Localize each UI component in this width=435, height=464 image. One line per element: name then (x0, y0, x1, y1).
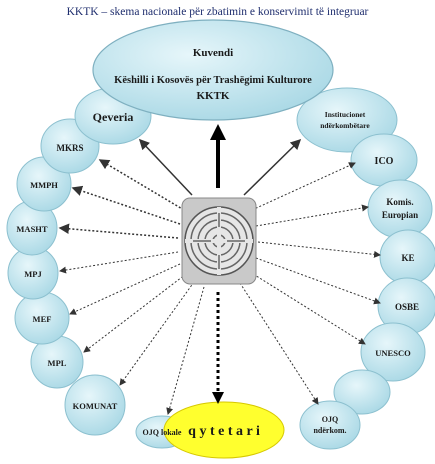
masht-label: MASHT (16, 224, 48, 234)
qytetari-ellipse (163, 401, 285, 459)
mpj-label: MPJ (24, 269, 42, 279)
arrow-mpj (59, 251, 179, 274)
ojq-nderkom-label-2: ndërkom. (313, 426, 346, 435)
arrow-ojq-nderkom (239, 282, 319, 405)
arrow-ico (251, 162, 356, 211)
ojq-lokale-label: OJQ lokale (143, 428, 182, 437)
arrow-institucionet (243, 138, 302, 196)
arrows (58, 124, 381, 415)
institucionet-label-1: Institucionet (325, 110, 366, 119)
qytetari-label: q y t e t a r i (188, 424, 260, 439)
arrow-komunat (119, 281, 195, 386)
ojq-nderkom-label-1: OJQ (322, 415, 338, 424)
komis-label-2: Europian (382, 210, 418, 220)
diagram-title: KKTK – skema nacionale për zbatimin e ko… (66, 6, 369, 18)
arrow-ojq-lokale (166, 286, 205, 415)
arrow-qeveria (138, 138, 193, 196)
ke-label: KE (401, 253, 414, 263)
arrow-unesco (249, 271, 366, 345)
bubble-connector (333, 369, 391, 415)
arrow-osbe (255, 257, 381, 305)
institucionet-label-2: ndërkombëtare (320, 121, 370, 130)
kktk-label: KKTK (196, 90, 229, 102)
qeveria-label: Qeveria (93, 110, 134, 124)
mmph-label: MMPH (30, 180, 58, 190)
arrow-ke (257, 241, 381, 258)
keshilli-label: Këshilli i Kosovës për Trashëgimi Kultur… (114, 75, 312, 86)
osbe-label: OSBE (395, 302, 419, 312)
unesco-bubble (360, 322, 426, 382)
kuvendi-label: Kuvendi (193, 47, 233, 59)
arrow-masht (58, 223, 179, 239)
mkrs-label: MKRS (57, 143, 84, 153)
arrow-mmph (71, 185, 181, 225)
left-chain (6, 87, 189, 449)
komis-label-1: Komis. (386, 197, 413, 207)
ico-label: ICO (375, 156, 394, 167)
komunat-label: KOMUNAT (73, 401, 118, 411)
ojq-nderkom-bubble (299, 400, 361, 450)
arrow-mpl (83, 273, 187, 353)
right-chain (296, 87, 435, 450)
unesco-label: UNESCO (375, 348, 411, 358)
mef-label: MEF (33, 314, 52, 324)
komis-bubble (367, 179, 433, 239)
mpl-label: MPL (48, 358, 67, 368)
maze-emblem (181, 197, 257, 285)
arrow-mef (69, 263, 181, 315)
kuvendi-ellipse (92, 19, 334, 121)
komunat-bubble (64, 374, 126, 436)
arrow-mkrs (98, 159, 185, 211)
arrow-komis (255, 204, 369, 227)
